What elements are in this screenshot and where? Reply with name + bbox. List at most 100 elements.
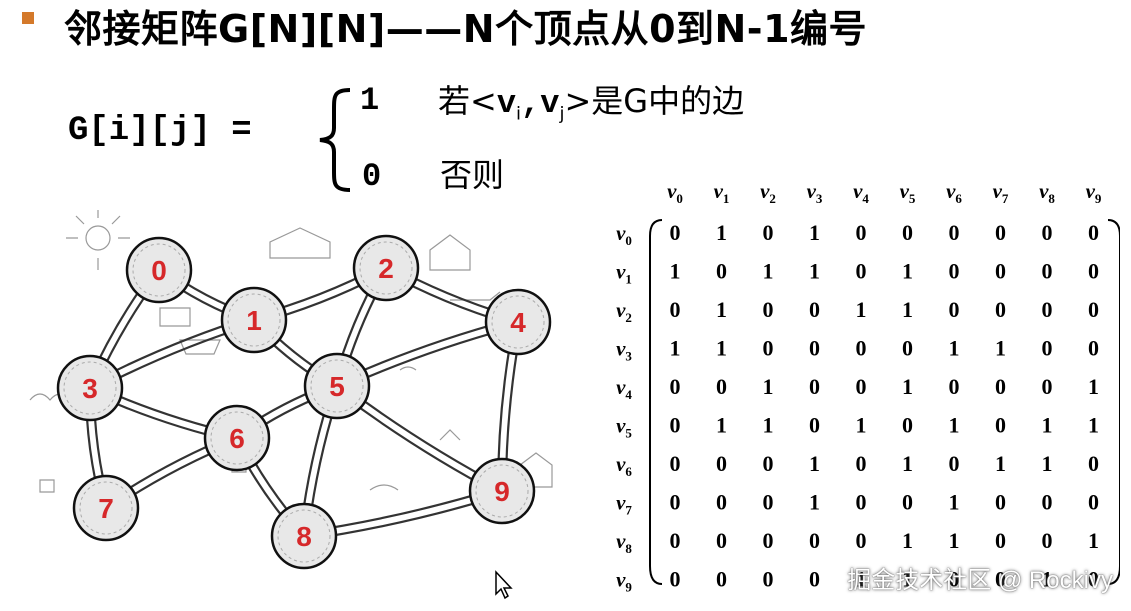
case2-text: 否则 (440, 156, 505, 194)
background-sketch (29, 210, 553, 493)
matrix-cell-4-2: 1 (763, 374, 774, 399)
formula-lhs: G[i][j] = (68, 112, 252, 150)
graph-node-1-sketch (227, 293, 281, 347)
matrix-row-header-7: v7 (616, 491, 632, 518)
matrix-left-bracket (649, 219, 663, 585)
page-title: 邻接矩阵G[N][N]——N个顶点从0到N-1编号 (64, 7, 868, 51)
graph-node-6-label: 6 (229, 423, 245, 454)
graph-node-0-sketch (132, 243, 186, 297)
matrix-cell-7-2: 0 (763, 490, 774, 515)
graph-node-9-label: 9 (494, 476, 510, 507)
matrix-cell-1-3: 1 (809, 259, 820, 284)
matrix-col-header-2: v2 (760, 179, 776, 206)
graph-node-6-sketch (210, 411, 264, 465)
matrix-col-header-8: v8 (1039, 179, 1055, 206)
graph-node-5: 5 (303, 352, 371, 420)
matrix-cell-7-8: 0 (1042, 490, 1053, 515)
matrix-cell-0-3: 1 (809, 220, 820, 245)
matrix-cell-0-7: 0 (995, 220, 1006, 245)
case1-suffix: >是G中的边 (564, 82, 745, 120)
matrix-cell-9-1: 0 (716, 567, 727, 592)
matrix-cell-4-8: 0 (1042, 374, 1053, 399)
matrix-cells: 0 1 0 1 0 0 0 0 0 0 1 0 1 1 0 1 0 0 0 0 0 1 0 0 1 1 0 0 0 0 1 1 0 0 0 0 1 1 0 0… (670, 220, 1100, 592)
graph-node-7-circle (72, 474, 140, 542)
graph-node-0: 0 (125, 236, 193, 304)
matrix-cell-9-9: 0 (1088, 567, 1099, 592)
matrix-right-bracket (1107, 219, 1120, 585)
matrix-cell-2-3: 0 (809, 297, 820, 322)
matrix-cell-2-0: 0 (670, 297, 681, 322)
matrix-cell-1-6: 0 (949, 259, 960, 284)
matrix-cell-3-5: 0 (902, 336, 913, 361)
matrix-cell-8-6: 1 (949, 528, 960, 553)
matrix-cell-3-4: 0 (856, 336, 867, 361)
case1-sub-j: j (559, 103, 565, 125)
graph-node-9-circle (468, 457, 536, 525)
matrix-cell-9-3: 0 (809, 567, 820, 592)
case1-value: 1 (360, 82, 380, 119)
graph-node-2-label: 2 (378, 253, 394, 284)
matrix-cell-0-9: 0 (1088, 220, 1099, 245)
case2-value: 0 (362, 158, 382, 195)
matrix-cell-7-7: 0 (995, 490, 1006, 515)
matrix-cell-0-1: 1 (716, 220, 727, 245)
matrix-cell-1-1: 0 (716, 259, 727, 284)
matrix-cell-8-9: 1 (1088, 528, 1099, 553)
matrix-cell-5-9: 1 (1088, 413, 1099, 438)
matrix-cell-1-8: 0 (1042, 259, 1053, 284)
matrix-col-header-9: v9 (1086, 179, 1102, 206)
matrix-cell-8-5: 1 (902, 528, 913, 553)
matrix-cell-6-6: 0 (949, 451, 960, 476)
matrix-cell-1-7: 0 (995, 259, 1006, 284)
matrix-cell-2-6: 0 (949, 297, 960, 322)
matrix-cell-4-5: 1 (902, 374, 913, 399)
graph-node-1-circle (220, 286, 288, 354)
matrix-cell-3-7: 1 (995, 336, 1006, 361)
matrix-cell-3-1: 1 (716, 336, 727, 361)
matrix-cell-9-6: 0 (949, 567, 960, 592)
matrix-col-header-6: v6 (946, 179, 962, 206)
matrix-cell-9-5: 1 (902, 567, 913, 592)
graph-node-5-label: 5 (329, 371, 345, 402)
matrix-cell-4-9: 1 (1088, 374, 1099, 399)
matrix-cell-1-5: 1 (902, 259, 913, 284)
matrix-cell-8-8: 0 (1042, 528, 1053, 553)
case1-prefix: 若< (438, 82, 497, 120)
matrix-cell-2-9: 0 (1088, 297, 1099, 322)
matrix-cell-9-0: 0 (670, 567, 681, 592)
graph-node-1-label: 1 (246, 305, 262, 336)
graph-node-1: 1 (220, 286, 288, 354)
matrix-cell-5-6: 1 (949, 413, 960, 438)
matrix-cell-4-4: 0 (856, 374, 867, 399)
matrix-cell-6-4: 0 (856, 451, 867, 476)
graph-node-3-label: 3 (82, 373, 98, 404)
matrix-row-header-0: v0 (616, 221, 632, 248)
graph-node-8-label: 8 (296, 521, 312, 552)
matrix-cell-7-4: 0 (856, 490, 867, 515)
graph-node-2-sketch (359, 241, 413, 295)
matrix-cell-2-4: 1 (856, 297, 867, 322)
matrix-cell-9-2: 0 (763, 567, 774, 592)
matrix-cell-5-1: 1 (716, 413, 727, 438)
matrix-cell-6-8: 1 (1042, 451, 1053, 476)
matrix-cell-6-0: 0 (670, 451, 681, 476)
matrix-row-header-4: v4 (616, 375, 632, 402)
graph-node-3-sketch (63, 361, 117, 415)
matrix-cell-8-7: 0 (995, 528, 1006, 553)
matrix-col-header-1: v1 (714, 179, 730, 206)
bullet-icon (22, 12, 34, 24)
graph-node-8: 8 (270, 502, 338, 570)
matrix-cell-8-4: 0 (856, 528, 867, 553)
matrix-cell-4-3: 0 (809, 374, 820, 399)
matrix-cell-4-0: 0 (670, 374, 681, 399)
matrix-cell-8-1: 0 (716, 528, 727, 553)
matrix-cell-1-2: 1 (763, 259, 774, 284)
matrix-cell-6-7: 1 (995, 451, 1006, 476)
matrix-cell-3-8: 0 (1042, 336, 1053, 361)
matrix-row-header-5: v5 (616, 414, 632, 441)
matrix-cell-2-8: 0 (1042, 297, 1053, 322)
matrix-cell-0-8: 0 (1042, 220, 1053, 245)
